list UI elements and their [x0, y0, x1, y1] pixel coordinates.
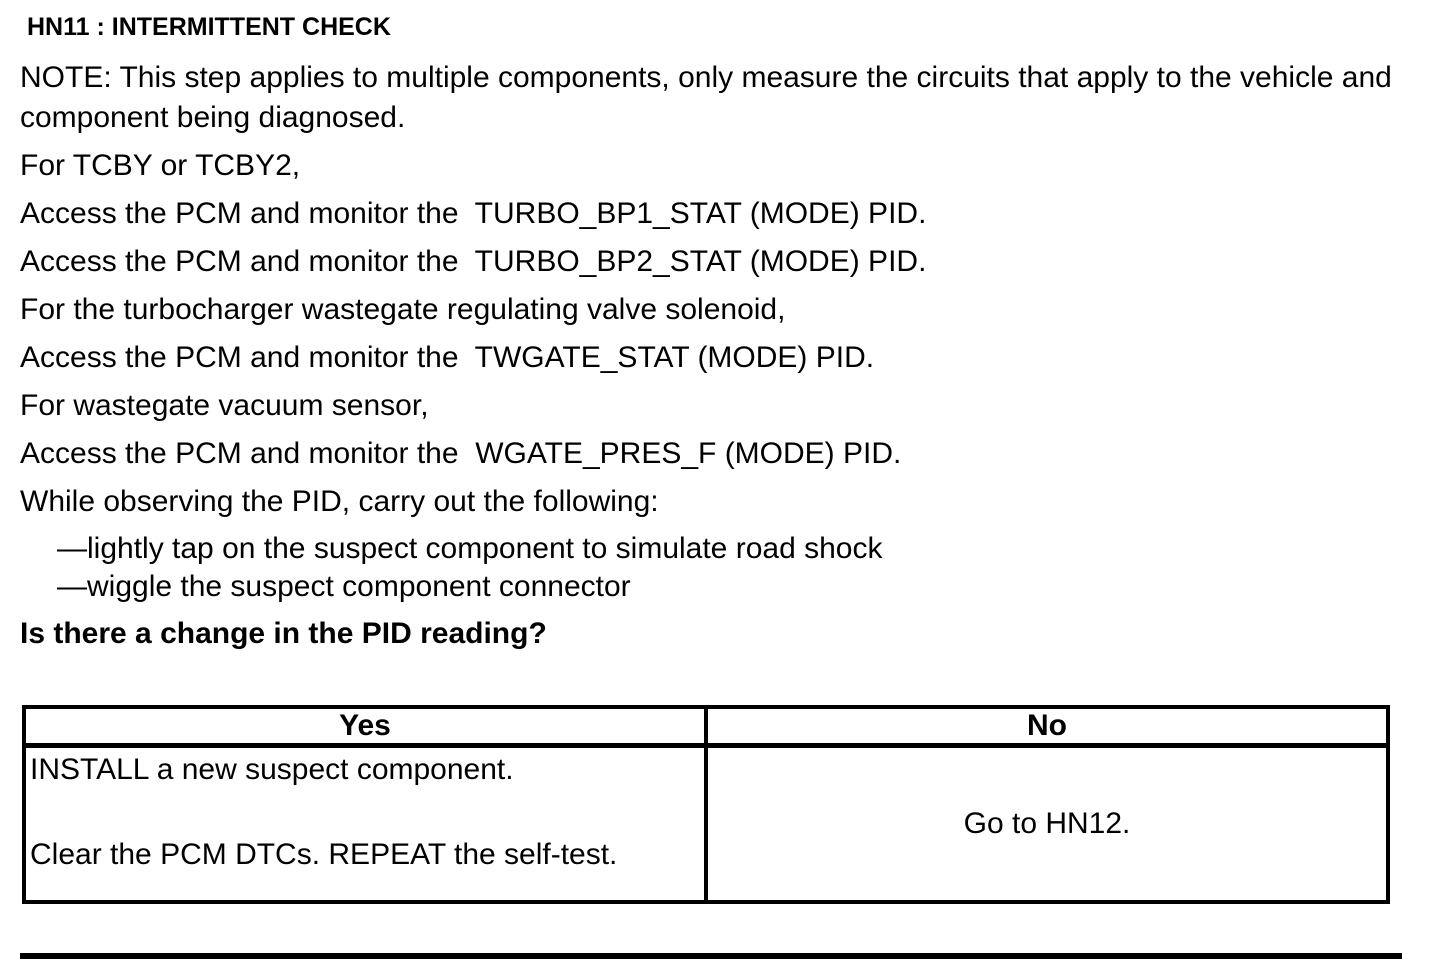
bullet-wiggle-connector: —wiggle the suspect component connector — [57, 570, 631, 603]
for-tcby-line: For TCBY or TCBY2, — [20, 149, 301, 182]
table-header-row: Yes No — [22, 705, 1390, 748]
no-action-cell: Go to HN12. — [704, 743, 1390, 904]
access-twgate-line: Access the PCM and monitor the TWGATE_ST… — [20, 341, 875, 374]
yes-action-clear-dtcs: Clear the PCM DTCs. REPEAT the self-test… — [30, 838, 618, 871]
access-turbo-bp1-line: Access the PCM and monitor the TURBO_BP1… — [20, 197, 927, 230]
table-body-row: INSTALL a new suspect component. Clear t… — [22, 743, 1390, 904]
yes-no-decision-table: Yes No INSTALL a new suspect component. … — [22, 705, 1390, 904]
for-wastegate-solenoid-line: For the turbocharger wastegate regulatin… — [20, 293, 786, 326]
page-bottom-divider — [20, 953, 1402, 959]
no-column-header: No — [704, 705, 1390, 748]
note-paragraph: NOTE: This step applies to multiple comp… — [20, 61, 1401, 134]
bullet-list: —lightly tap on the suspect component to… — [20, 530, 1420, 606]
step-title: HN11 : INTERMITTENT CHECK — [27, 13, 391, 41]
access-wgate-pres-line: Access the PCM and monitor the WGATE_PRE… — [20, 437, 902, 470]
yes-column-header: Yes — [22, 705, 708, 748]
decision-question: Is there a change in the PID reading? — [20, 617, 547, 650]
no-action-goto: Go to HN12. — [963, 807, 1131, 840]
access-turbo-bp2-line: Access the PCM and monitor the TURBO_BP2… — [20, 245, 927, 278]
while-observing-line: While observing the PID, carry out the f… — [20, 485, 659, 518]
yes-action-cell: INSTALL a new suspect component. Clear t… — [22, 743, 708, 904]
for-vacuum-sensor-line: For wastegate vacuum sensor, — [20, 389, 429, 422]
bullet-tap-component: —lightly tap on the suspect component to… — [57, 532, 883, 565]
yes-action-install: INSTALL a new suspect component. — [30, 753, 514, 786]
